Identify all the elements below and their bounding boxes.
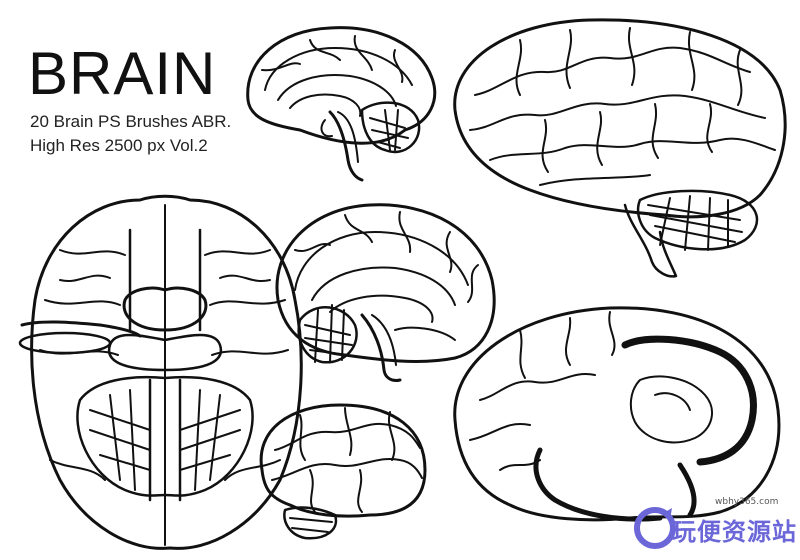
brain-lateral-outline bbox=[453, 306, 781, 522]
brain-lateral-small bbox=[259, 403, 427, 540]
watermark-logo-icon bbox=[634, 507, 676, 549]
subtitle-line-2: High Res 2500 px Vol.2 bbox=[30, 136, 208, 155]
brain-lateral-large bbox=[453, 18, 787, 278]
subtitle-line-1: 20 Brain PS Brushes ABR. bbox=[30, 112, 232, 131]
watermark-url: wbhy365.com bbox=[715, 497, 779, 507]
brain-sagittal-small bbox=[246, 26, 437, 182]
brain-sagittal-center bbox=[275, 203, 496, 382]
brain-inferior-view bbox=[18, 194, 303, 550]
page-title: BRAIN bbox=[28, 40, 217, 107]
watermark-site-name: 玩便资源站 bbox=[672, 518, 797, 546]
watermark-badge: 玩便资源站 bbox=[632, 504, 800, 552]
